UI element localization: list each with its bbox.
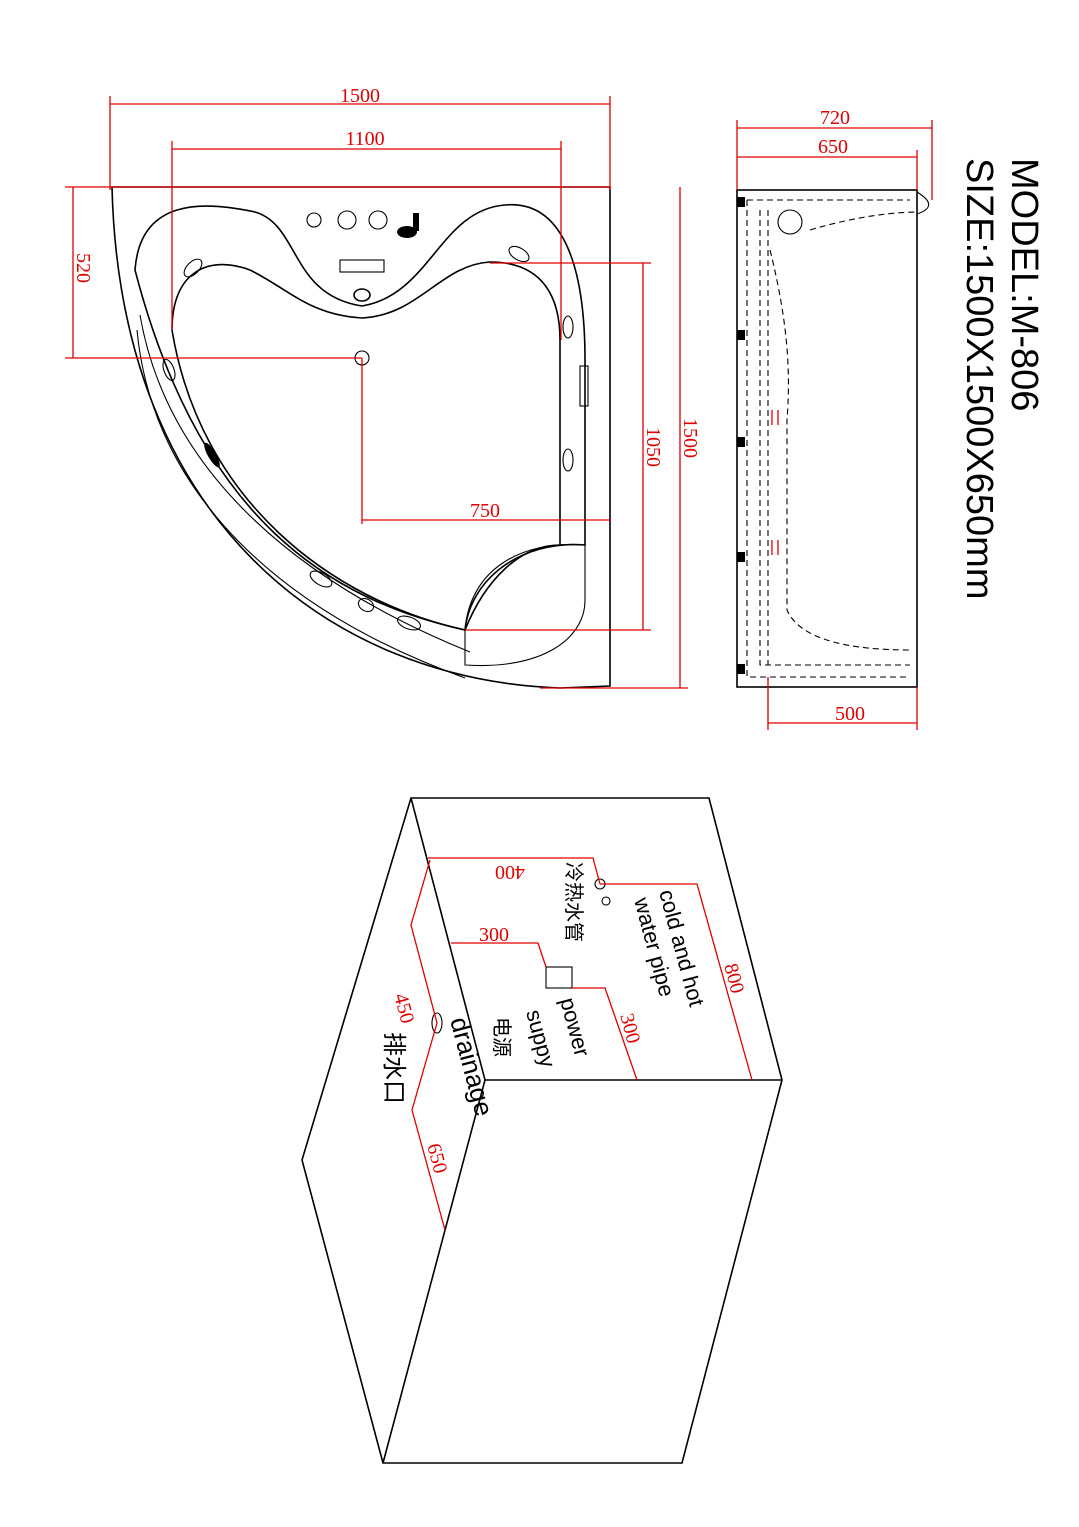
button-icon <box>337 210 357 230</box>
jet-icon <box>306 212 322 228</box>
tub-outline <box>111 186 611 689</box>
power-socket-icon <box>545 966 573 989</box>
side-pump-icon <box>777 209 803 235</box>
display-icon <box>339 259 385 273</box>
jet-icon <box>508 245 530 263</box>
power-label-cn: 电源 <box>490 1017 514 1057</box>
side-basin-curve <box>769 211 918 651</box>
jet-icon <box>162 358 176 382</box>
dim-300-power-v: 300 <box>615 1011 644 1046</box>
jet-icon <box>309 570 333 588</box>
jet-icon <box>562 448 574 472</box>
dim-1500-width: 1500 <box>340 85 380 107</box>
dim-400: 400 <box>495 861 525 883</box>
jet-icon <box>357 597 375 613</box>
side-outline <box>736 189 918 688</box>
install-dimension-lines <box>410 857 753 1231</box>
overflow-icon <box>353 288 371 302</box>
button-icon <box>368 210 388 230</box>
top-dimension-lines <box>65 96 688 689</box>
faucet-icon <box>397 226 417 238</box>
dim-800: 800 <box>719 961 748 996</box>
pipe-label-cn: 冷热水管 <box>562 862 586 942</box>
side-hidden-lines <box>746 199 910 678</box>
control-panel <box>306 210 419 302</box>
top-view: 1500 1100 520 1500 1050 750 <box>65 85 701 689</box>
drainage-label-cn: 排水口 <box>380 1032 408 1104</box>
power-label-en-1: power <box>555 995 595 1059</box>
model-label: MODEL:M-806 <box>1003 158 1045 411</box>
dim-300-power-h: 300 <box>479 924 509 946</box>
jet-icon <box>396 615 422 631</box>
pipe-icon <box>601 896 611 906</box>
side-dimension-lines <box>736 120 933 730</box>
drain-icon <box>431 1012 443 1034</box>
dim-1100-width: 1100 <box>345 128 384 150</box>
size-label: SIZE:1500X1500X650mm <box>958 158 1000 600</box>
dim-720: 720 <box>820 107 850 129</box>
box-inner-edges <box>382 797 782 1464</box>
tub-basin-inner <box>171 261 561 631</box>
dim-520: 520 <box>72 253 94 283</box>
dim-650-drain: 650 <box>422 1141 451 1176</box>
install-view: 400 300 300 800 450 650 冷热水管 cold and ho… <box>301 797 783 1464</box>
dim-650: 650 <box>818 136 848 158</box>
dim-1050: 1050 <box>642 427 664 467</box>
power-label-en-2: suppy <box>521 1007 560 1070</box>
dim-500: 500 <box>835 703 865 725</box>
jet-icon <box>562 315 574 339</box>
side-feet <box>737 197 745 674</box>
pillow-slot <box>579 365 589 407</box>
side-marks <box>771 410 779 555</box>
tub-rim-inner <box>136 314 471 679</box>
side-view: 720 650 500 <box>736 107 933 730</box>
headrest <box>464 543 586 667</box>
jet-icon <box>183 258 203 278</box>
side-rim <box>916 191 930 215</box>
tub-basin-outer <box>134 204 586 631</box>
box-outline <box>301 797 783 1464</box>
handle-icon <box>204 442 220 468</box>
dim-1500-depth: 1500 <box>679 418 701 458</box>
faucet-handle-icon <box>413 213 419 231</box>
dim-450: 450 <box>389 991 418 1026</box>
dim-750: 750 <box>470 500 500 522</box>
jets <box>162 245 589 631</box>
